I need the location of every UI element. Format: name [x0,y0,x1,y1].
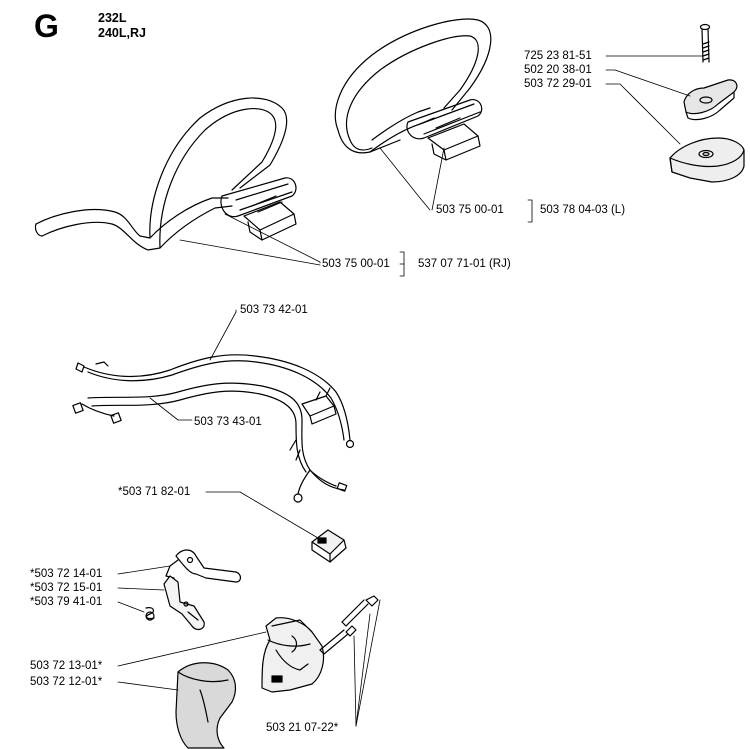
part-label-handle-rj[interactable]: 503 75 00-01 [322,258,390,270]
clamp-hardware-illustration [670,25,744,183]
cables-illustration [73,355,354,502]
part-label-cable-upper[interactable]: 503 73 42-01 [240,304,308,316]
part-label-throttle-trigger[interactable]: *503 72 14-01 [30,568,103,580]
throttle-parts-illustration [146,550,241,629]
part-label-handle-rj-assembly[interactable]: 537 07 71-01 (RJ) [418,258,511,270]
handle-halves-illustration [176,596,378,748]
model-label-2: 240L,RJ [98,26,146,40]
part-label-handle-l[interactable]: 503 75 00-01 [436,204,504,216]
part-label-handle-half-rear[interactable]: 503 72 13-01* [30,660,103,672]
switch-illustration [312,530,346,562]
part-label-cable-lower[interactable]: 503 73 43-01 [194,416,262,428]
part-label-wing-nut[interactable]: 502 20 38-01 [524,64,592,76]
loop-handle-rj-illustration [35,98,296,250]
model-label-1: 232L [98,11,127,25]
part-label-handle-screws[interactable]: 503 21 07-22* [266,722,339,734]
loop-handle-l-illustration [335,19,490,160]
part-label-clamp-plate[interactable]: 503 72 29-01 [524,78,592,90]
leader-lines [118,56,703,726]
part-label-handle-half-front[interactable]: 503 72 12-01* [30,676,103,688]
part-label-switch[interactable]: *503 71 82-01 [118,486,191,498]
part-label-handle-l-assembly[interactable]: 503 78 04-03 (L) [540,204,626,216]
part-label-screw[interactable]: 725 23 81-51 [524,50,592,62]
section-letter: G [34,8,59,44]
part-label-throttle-lockout[interactable]: *503 72 15-01 [30,582,103,594]
part-label-spring[interactable]: *503 79 41-01 [30,596,103,608]
